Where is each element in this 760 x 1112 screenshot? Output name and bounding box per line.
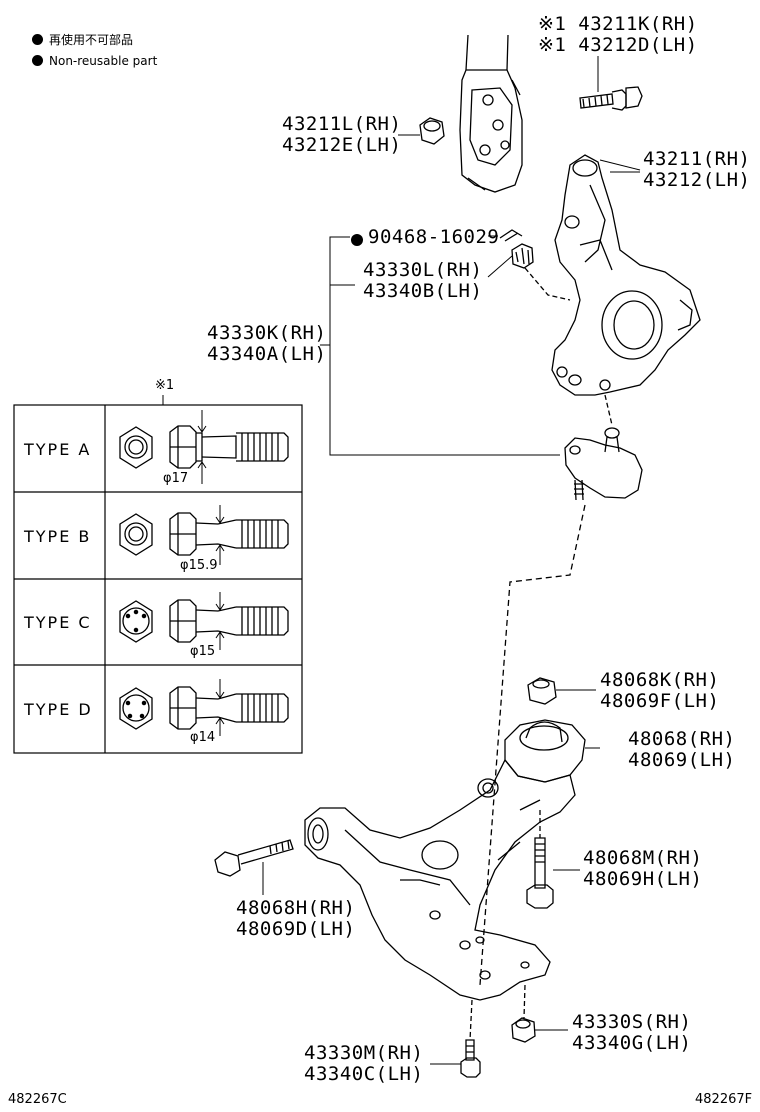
diagram-ref-left: 482267C (8, 1092, 67, 1107)
cotter-pin (488, 229, 523, 242)
label-43340g[interactable]: 43340G(LH) (572, 1032, 692, 1054)
label-48069[interactable]: 48069(LH) (628, 749, 736, 771)
legend-jp: 再使用不可部品 (32, 33, 133, 47)
label-43340b[interactable]: 43340B(LH) (363, 280, 483, 302)
lower-control-arm (304, 758, 576, 1001)
type-d-diameter: φ14 (190, 730, 216, 745)
label-43212[interactable]: 43212(LH) (643, 169, 751, 191)
legend-en-text: Non-reusable part (49, 54, 158, 68)
label-43330l[interactable]: 43330L(RH) (363, 259, 483, 281)
label-48068[interactable]: 48068(RH) (628, 728, 736, 750)
strut-bracket (459, 34, 523, 193)
castle-nut-43330l (487, 243, 571, 301)
ball-joint (479, 427, 643, 986)
label-43340c[interactable]: 43340C(LH) (304, 1063, 424, 1085)
diagram-ref-right: 482267F (695, 1092, 753, 1107)
non-reusable-dot-icon (32, 34, 43, 45)
label-43211l[interactable]: 43211L(RH) (282, 113, 402, 135)
label-43212e[interactable]: 43212E(LH) (282, 134, 402, 156)
label-43211[interactable]: 43211(RH) (643, 148, 751, 170)
bolt-43330m (430, 999, 481, 1078)
label-48069f[interactable]: 48069F(LH) (600, 690, 720, 712)
label-48068h[interactable]: 48068H(RH) (236, 897, 356, 919)
label-43330s[interactable]: 43330S(RH) (572, 1011, 692, 1033)
label-43330m[interactable]: 43330M(RH) (304, 1042, 424, 1064)
non-reusable-mark (351, 230, 369, 249)
label-43330k[interactable]: 43330K(RH) (207, 322, 327, 344)
bolt-43211k (579, 56, 643, 111)
nut-43211l (398, 117, 445, 145)
label-43340a[interactable]: 43340A(LH) (207, 343, 327, 365)
hub-bolt-table (13, 395, 303, 754)
nut-48068k (527, 677, 596, 705)
type-d-label: TYPE D (24, 700, 93, 719)
steering-knuckle (551, 154, 701, 426)
type-b-diameter: φ15.9 (180, 558, 218, 573)
table-note: ※1 (155, 378, 175, 393)
type-c-diameter: φ15 (190, 644, 216, 659)
label-43212d[interactable]: ※1 43212D(LH) (538, 34, 698, 56)
label-48068k[interactable]: 48068K(RH) (600, 669, 720, 691)
type-b-label: TYPE B (24, 527, 92, 546)
type-c-label: TYPE C (24, 613, 92, 632)
non-reusable-dot-icon (351, 234, 363, 246)
nut-43330s (511, 984, 568, 1043)
label-48069d[interactable]: 48069D(LH) (236, 918, 356, 940)
bolt-48068m (526, 810, 580, 909)
type-a-diameter: φ17 (163, 471, 189, 486)
non-reusable-dot-icon (32, 55, 43, 66)
label-48069h[interactable]: 48069H(LH) (583, 868, 703, 890)
label-43211k[interactable]: ※1 43211K(RH) (538, 13, 698, 35)
label-90468-16029[interactable]: 90468-16029 (368, 226, 500, 248)
label-48068m[interactable]: 48068M(RH) (583, 847, 703, 869)
bushing-48068 (504, 719, 600, 783)
type-a-label: TYPE A (24, 440, 92, 459)
legend-en: Non-reusable part (32, 54, 157, 68)
legend-jp-text: 再使用不可部品 (49, 33, 134, 47)
bolt-48068h (214, 839, 294, 895)
